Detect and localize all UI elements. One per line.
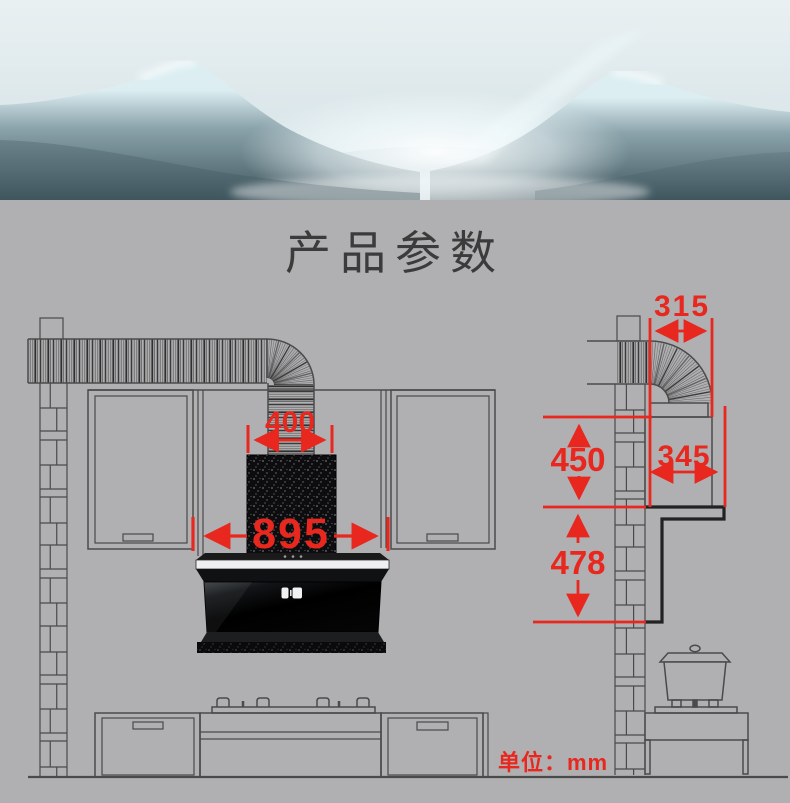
- hood-control-buttons: [281, 587, 302, 599]
- dimension-side-body-depth: 345: [649, 406, 727, 507]
- banner-center-glow: [240, 90, 630, 200]
- dimension-hood-width: 895: [191, 510, 390, 558]
- hood-canopy: [196, 569, 389, 582]
- dimension-side-hood-height: 450: [543, 415, 652, 509]
- dim-label-315: 315: [654, 290, 710, 323]
- dim-label-450: 450: [550, 441, 605, 478]
- front-column-top-block: [39, 317, 64, 342]
- side-view-structures: [644, 416, 749, 775]
- side-table: [644, 712, 749, 775]
- dim-label-895: 895: [252, 510, 330, 558]
- page-title: 产品参数: [285, 227, 505, 279]
- hero-banner-mountain-photo: [0, 0, 790, 200]
- dim-label-400: 400: [265, 406, 315, 439]
- installation-diagram: 400 895 315 450 345: [27, 290, 788, 779]
- hood-glass-stripe: [195, 559, 390, 570]
- hood-bottom-flare: [201, 632, 384, 642]
- cabinet-handle: [416, 721, 449, 731]
- side-view-duct: [587, 340, 713, 418]
- banner-left-crest-light: [138, 59, 196, 81]
- dimension-side-top-depth: 315: [648, 290, 714, 507]
- dim-label-345: 345: [657, 440, 710, 473]
- wall-cabinet-left: [87, 389, 194, 550]
- wall-cabinets: [87, 389, 496, 556]
- wall-cabinet-right: [390, 389, 496, 550]
- side-view-brick-column: [614, 384, 646, 775]
- unit-label: 单位：mm: [498, 750, 608, 775]
- cooktop: [211, 706, 376, 714]
- base-cabinet-middle: [199, 712, 382, 778]
- cabinet-handle: [122, 533, 154, 542]
- cooktop-burner-knobs: [216, 697, 370, 707]
- range-hood-front: [195, 454, 390, 653]
- side-column-top-block: [616, 315, 641, 342]
- dimension-duct-width: 400: [246, 406, 334, 453]
- banner-right-crest-light: [612, 69, 663, 86]
- banner-water-reflection: [230, 176, 650, 200]
- base-cabinets: [94, 697, 489, 778]
- dimension-side-clearance: 478: [533, 513, 646, 624]
- counter-side-profile: [645, 505, 726, 624]
- front-view-brick-column: [39, 382, 68, 777]
- dim-label-478: 478: [550, 544, 605, 581]
- cabinet-handle: [132, 721, 164, 730]
- dimension-annotations: 400 895 315 450 345: [191, 290, 727, 775]
- cabinet-handle: [426, 533, 459, 542]
- pot-on-stove: [654, 644, 738, 714]
